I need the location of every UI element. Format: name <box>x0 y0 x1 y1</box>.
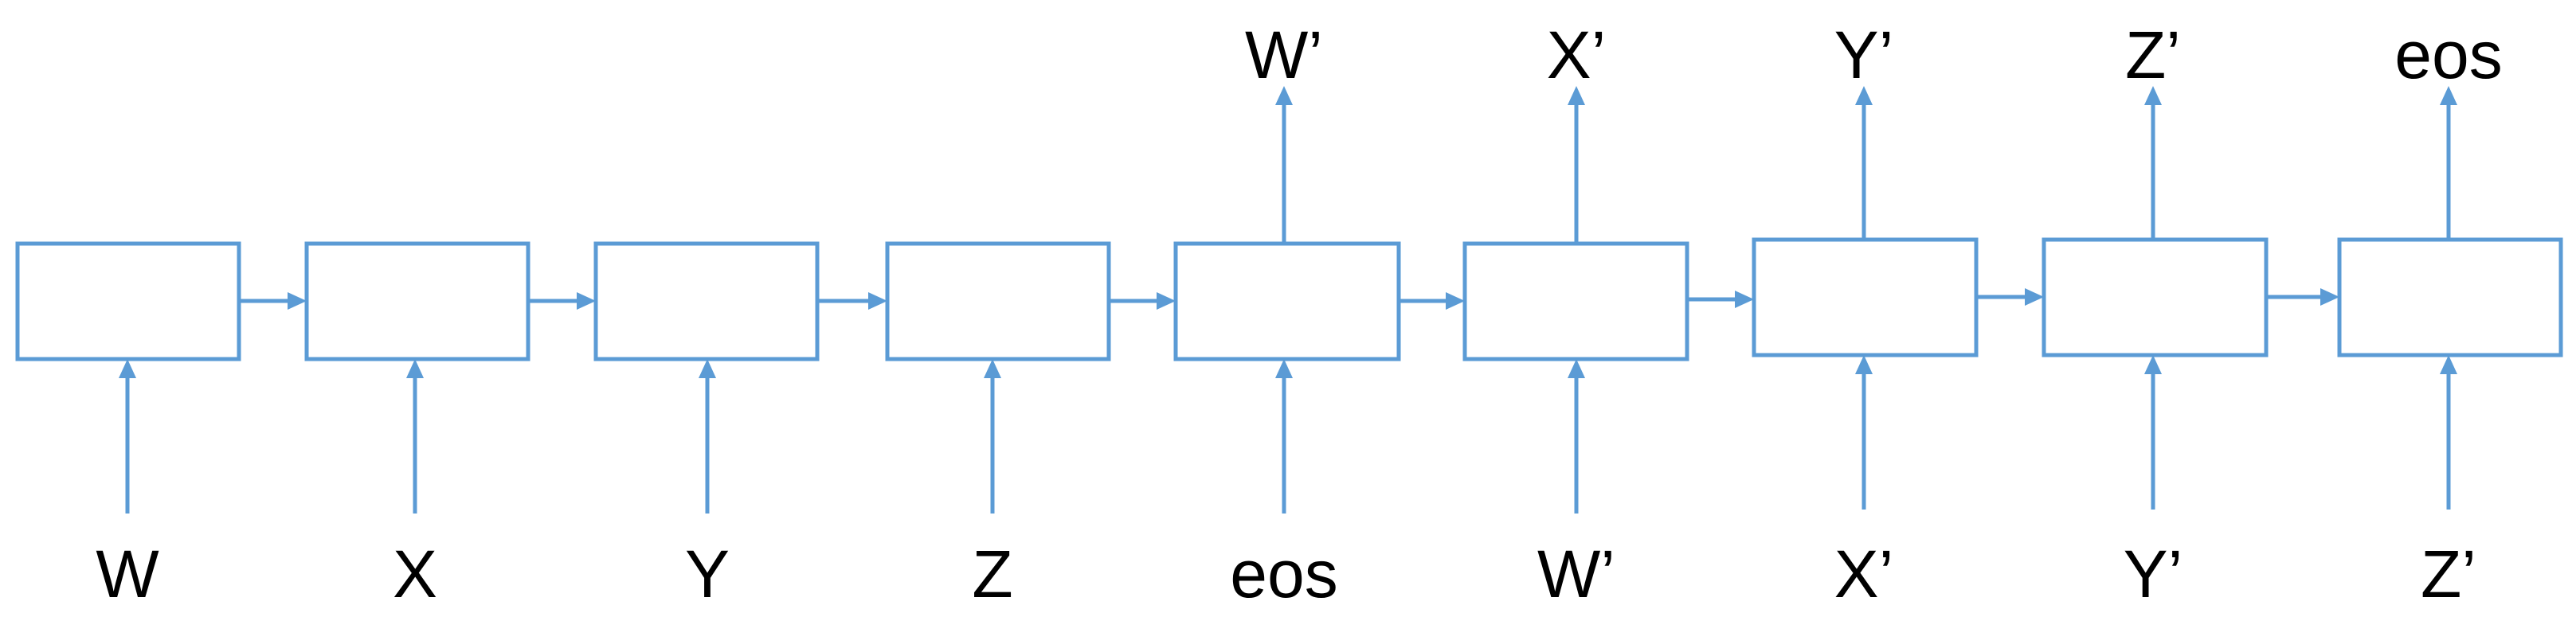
rnn-cell-5 <box>1173 241 1401 361</box>
input-arrow-3-head <box>699 359 716 378</box>
output-arrow-5-head <box>1275 86 1293 105</box>
output-token-label-7: Y’ <box>1834 18 1894 92</box>
recurrent-arrow-4-head <box>1157 292 1176 310</box>
output-token-label-9: eos <box>2394 18 2502 92</box>
input-token-label-2: X <box>393 537 437 611</box>
input-arrow-7-head <box>1855 355 1873 374</box>
input-arrow-5-head <box>1275 359 1293 378</box>
input-token-label-1: W <box>96 537 159 611</box>
rnn-cell-8 <box>2042 237 2269 357</box>
recurrent-arrow-1-head <box>288 292 307 310</box>
output-token-label-8: Z’ <box>2125 18 2181 92</box>
input-arrow-2-head <box>406 359 424 378</box>
arrows-layer <box>119 86 2457 514</box>
rnn-cell-4 <box>885 241 1111 361</box>
output-arrow-9-head <box>2440 86 2457 105</box>
input-arrow-8-head <box>2144 355 2162 374</box>
input-token-label-3: Y <box>685 537 730 611</box>
rnn-cell-6 <box>1462 241 1689 361</box>
recurrent-arrow-5-head <box>1446 292 1465 310</box>
recurrent-arrow-2-head <box>577 292 596 310</box>
rnn-cell-3 <box>593 241 820 361</box>
output-arrow-7-head <box>1855 86 1873 105</box>
input-token-label-5: eos <box>1230 537 1337 611</box>
recurrent-arrow-6-head <box>1735 291 1754 308</box>
recurrent-arrow-7-head <box>2025 288 2044 306</box>
output-token-label-6: X’ <box>1547 18 1607 92</box>
rnn-cell-7 <box>1752 237 1979 357</box>
input-token-label-8: Y’ <box>2124 537 2183 611</box>
input-token-label-4: Z <box>972 537 1012 611</box>
input-arrow-4-head <box>984 359 1001 378</box>
input-arrow-6-head <box>1568 359 1585 378</box>
input-arrow-1-head <box>119 359 136 378</box>
rnn-cell-2 <box>304 241 530 361</box>
cells-layer <box>15 237 2563 361</box>
recurrent-arrow-8-head <box>2320 288 2339 306</box>
output-token-label-5: W’ <box>1245 18 1323 92</box>
output-arrow-6-head <box>1568 86 1585 105</box>
rnn-cell-9 <box>2337 237 2563 357</box>
input-token-label-7: X’ <box>1834 537 1894 611</box>
input-token-label-6: W’ <box>1537 537 1615 611</box>
rnn-cell-1 <box>15 241 241 361</box>
input-arrow-9-head <box>2440 355 2457 374</box>
output-arrow-8-head <box>2144 86 2162 105</box>
recurrent-arrow-3-head <box>868 292 887 310</box>
input-token-label-9: Z’ <box>2421 537 2476 611</box>
